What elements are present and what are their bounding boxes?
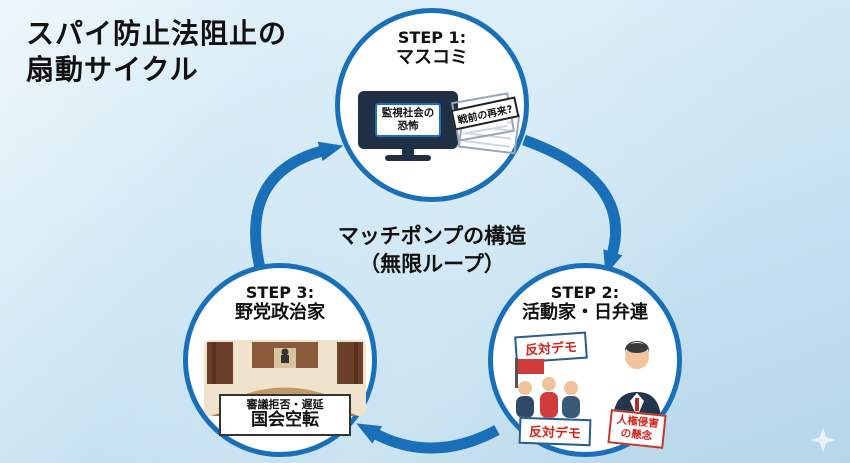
tv-stand <box>402 149 414 155</box>
tv-screen: 監視社会の 恐怖 <box>358 91 458 149</box>
diet-banner: 審議拒否・遅延 国会空転 <box>219 394 351 436</box>
tv-message-line2: 恐怖 <box>397 120 419 132</box>
title-line2: 扇動サイクル <box>26 53 199 87</box>
concern-paper: 人権侵害 の懸念 <box>607 409 667 450</box>
step1-name: マスコミ <box>396 47 468 69</box>
step1-label: STEP 1: <box>397 28 467 47</box>
center-caption-line1: マッチポンプの構造 <box>337 224 527 248</box>
center-caption-line2: （無限ループ） <box>359 252 505 277</box>
diet-banner-line1: 審議拒否・遅延 <box>246 398 324 411</box>
newspaper-icon: 戦前の再来? <box>450 92 524 161</box>
center-caption: マッチポンプの構造 （無限ループ） <box>298 222 566 279</box>
diet-banner-line2: 国会空転 <box>251 410 319 431</box>
step2-label: STEP 2: <box>550 283 620 302</box>
protest-sign-bottom: 反対デモ <box>518 416 592 447</box>
step3-label: STEP 3: <box>245 283 315 302</box>
title-line1: スパイ防止法阻止の <box>26 17 288 50</box>
step3-circle: STEP 3: 野党政治家 審議拒否・遅延 国会空転 <box>183 263 377 457</box>
flag-icon <box>518 359 544 374</box>
step1-circle: STEP 1: マスコミ 監視社会の 恐怖 戦前の再来? <box>335 8 529 202</box>
tv-message-line1: 監視社会の <box>381 106 435 119</box>
protest-group-icon <box>515 358 580 418</box>
step2-circle: STEP 2: 活動家・日弁連 反対デモ 反対デモ 人権侵害 の懸念 <box>488 263 682 457</box>
sparkle-logo-icon <box>810 427 836 453</box>
tv-icon: 監視社会の 恐怖 <box>358 91 458 161</box>
tv-message: 監視社会の 恐怖 <box>374 102 442 138</box>
step2-name: 活動家・日弁連 <box>522 302 648 324</box>
tv-base <box>385 155 431 161</box>
page-title: スパイ防止法阻止の 扇動サイクル <box>26 16 287 89</box>
step3-name: 野党政治家 <box>235 302 325 324</box>
concern-paper-line2: の懸念 <box>620 427 653 443</box>
arrow-step2-to-step3 <box>356 423 500 454</box>
